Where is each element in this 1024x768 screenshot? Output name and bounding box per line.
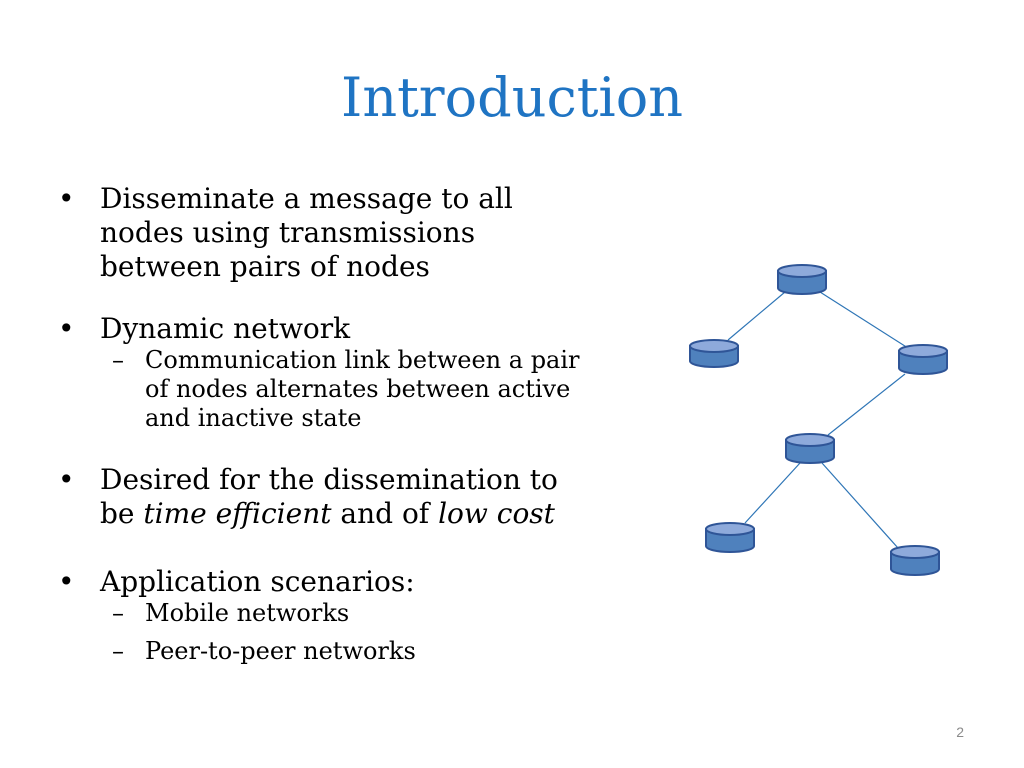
- edge-right-middle: [827, 373, 906, 436]
- node-top: [785, 433, 835, 447]
- bullet-text-line: Dynamic network: [100, 312, 351, 345]
- bullet-text-line: Disseminate a message to all: [100, 182, 513, 215]
- node-top: [705, 522, 755, 536]
- text-run: and of: [331, 497, 439, 530]
- node-top: [689, 339, 739, 353]
- node-middle: [785, 433, 835, 464]
- bullet-text-line: be time efficient and of low cost: [100, 497, 638, 531]
- node-left: [689, 339, 739, 368]
- bullet-text-line: between pairs of nodes: [100, 250, 430, 283]
- edge-root-left: [727, 291, 786, 341]
- sub-bullet-text-line: of nodes alternates between active: [145, 375, 571, 403]
- bullet-item: • Desired for the dissemination to be ti…: [58, 463, 638, 531]
- sub-bullet-marker: –: [112, 599, 124, 627]
- node-top: [777, 264, 827, 278]
- bullet-item: • Application scenarios:: [58, 565, 638, 599]
- edge-root-right: [819, 291, 909, 349]
- sub-bullet-item: – Mobile networks: [58, 599, 638, 628]
- bullet-marker: •: [58, 463, 75, 496]
- edges: [727, 291, 909, 549]
- bullet-marker: •: [58, 565, 75, 598]
- sub-bullet-text-line: Mobile networks: [145, 599, 350, 627]
- bullet-text-line: Application scenarios:: [100, 565, 415, 598]
- page-number: 2: [956, 724, 964, 740]
- sub-bullet-text-line: Peer-to-peer networks: [145, 637, 416, 665]
- sub-bullet-marker: –: [112, 346, 124, 374]
- node-right: [898, 344, 948, 375]
- bullet-item: • Disseminate a message to all nodes usi…: [58, 182, 638, 284]
- edge-middle-bottomright: [821, 462, 899, 549]
- bullet-item: • Dynamic network: [58, 312, 638, 346]
- node-bottom-right: [890, 545, 940, 576]
- node-top: [890, 545, 940, 559]
- sub-bullet-item: – Peer-to-peer networks: [58, 637, 638, 666]
- node-bottom-left: [705, 522, 755, 553]
- slide-title: Introduction: [341, 66, 683, 129]
- text-run: be: [100, 497, 144, 530]
- sub-bullet-item: – Communication link between a pair of n…: [58, 346, 638, 433]
- sub-bullet-text-line: and inactive state: [145, 404, 362, 432]
- emphasis-low-cost: low cost: [438, 497, 555, 530]
- sub-bullet-marker: –: [112, 637, 124, 665]
- emphasis-time-efficient: time efficient: [143, 497, 332, 530]
- sub-bullet-text-line: Communication link between a pair: [145, 346, 580, 374]
- node-root: [777, 264, 827, 295]
- bullet-marker: •: [58, 312, 75, 345]
- bullet-list: • Disseminate a message to all nodes usi…: [58, 182, 638, 666]
- edge-middle-bottomleft: [744, 462, 801, 524]
- bullet-marker: •: [58, 182, 75, 215]
- bullet-text-line: Desired for the dissemination to: [100, 463, 558, 496]
- bullet-text-line: nodes using transmissions: [100, 216, 476, 249]
- node-top: [898, 344, 948, 358]
